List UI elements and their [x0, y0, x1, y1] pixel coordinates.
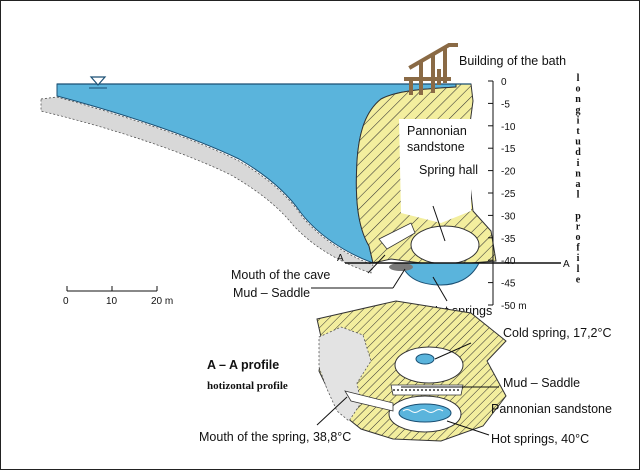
label-cold-spring: Cold spring, 17,2°C: [503, 326, 612, 340]
label-pannonian-bottom: Pannonian sandstone: [491, 402, 612, 416]
depth-tick-label: -10: [501, 122, 516, 133]
aa-profile-title: A – A profile: [207, 358, 279, 372]
label-mouth-of-cave: Mouth of the cave: [231, 268, 330, 282]
spring-mouth-opening: [344, 390, 394, 412]
label-hot-springs-bottom: Hot springs, 40°C: [491, 432, 589, 446]
section-marker-right: A: [563, 259, 570, 270]
depth-tick-label: -15: [501, 144, 516, 155]
access-shaft: [378, 222, 416, 250]
spring-hall-cavity: [410, 225, 480, 265]
label-building: Building of the bath: [459, 54, 566, 68]
sandstone-label-area: [399, 119, 471, 223]
depth-tick-label: -50 m: [501, 301, 527, 312]
hot-spring-pool: [400, 262, 480, 286]
cold-spring-chamber: [394, 346, 464, 384]
cold-spring-pool: [415, 353, 435, 365]
depth-tick-label: -20: [501, 167, 516, 178]
depth-tick-label: -30: [501, 211, 516, 222]
label-mud-saddle-top: Mud – Saddle: [233, 286, 310, 300]
water-level-marker: [89, 76, 107, 86]
map-scale-0: 0: [63, 296, 69, 307]
map-scale-20: 20 m: [151, 296, 173, 307]
depth-tick-label: -5: [501, 99, 510, 110]
bath-building: [404, 43, 458, 95]
section-marker-left: A: [337, 253, 344, 264]
map-scale-10: 10: [106, 296, 118, 307]
label-spring-hall: Spring hall: [419, 163, 478, 177]
depth-tick-label: -35: [501, 234, 516, 245]
depth-tick-label: 0: [501, 77, 507, 88]
depth-tick-label: -40: [501, 256, 516, 267]
label-pannonian: Pannonian: [407, 124, 467, 138]
depth-scale: 0 -5 -10 -15 -20 -25 -30 -35 -40 -45 -50 m: [488, 77, 527, 312]
mud-saddle-top: [389, 263, 413, 271]
label-mud-saddle-bottom: Mud – Saddle: [503, 376, 580, 390]
depth-tick-label: -45: [501, 279, 516, 290]
hot-spring-plan-pool: [398, 403, 452, 423]
map-scale-bar: 0 10 20 m: [63, 286, 173, 307]
depth-tick-label: -25: [501, 189, 516, 200]
label-mouth-of-spring: Mouth of the spring, 38,8°C: [199, 430, 351, 444]
aa-profile-subtitle: hotizontal profile: [207, 380, 288, 392]
label-sandstone: sandstone: [407, 140, 465, 154]
